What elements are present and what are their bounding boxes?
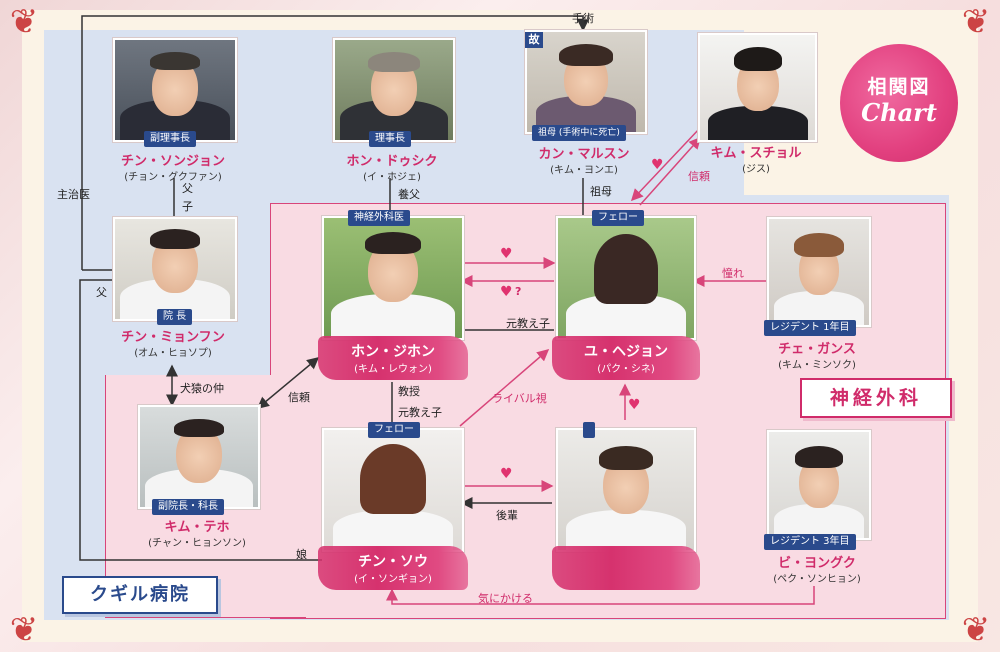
actor-yu-hyejung: (パク・シネ)	[597, 364, 655, 375]
photo-kang-malsun	[525, 30, 647, 134]
name-jin-myunghun: チン・ミョンフン	[121, 330, 225, 345]
label-father-left: 父	[96, 286, 107, 299]
heart-icon: ♥	[500, 466, 513, 482]
label-cat-dog: 犬猿の仲	[180, 382, 224, 395]
name-kim-taeho: キム・テホ	[164, 520, 230, 535]
heart-icon: ♥	[500, 284, 513, 300]
actor-hong-jihun: (キム・レウォン)	[354, 364, 432, 375]
label-attending: 主治医	[57, 188, 90, 201]
label-question: ?	[515, 285, 522, 298]
label-junior: 後輩	[496, 509, 518, 522]
role-badge: フェロー	[592, 210, 644, 226]
actor-hong-dushik: (イ・ホジェ)	[363, 172, 421, 183]
badge-subtitle: Chart	[861, 98, 937, 127]
label-daughter: 娘	[296, 548, 307, 561]
photo-hong-jihun	[322, 216, 464, 340]
ornament-bottom-right: ❦	[961, 610, 991, 650]
label-longing: 憧れ	[722, 267, 744, 280]
name-yu-hyejung: ユ・ヘジョン	[584, 344, 668, 360]
banner-hong-jihun: ホン・ジホン (キム・レウォン)	[318, 336, 468, 380]
photo-bi-younggook	[767, 430, 871, 540]
name-choi-gangsu: チェ・ガンス	[778, 342, 856, 357]
heart-icon: ♥	[628, 397, 641, 413]
label-former-student: 元教え子	[398, 406, 442, 419]
actor-kim-sucheol: (ジス)	[742, 164, 770, 175]
label-former-teacher: 元教え子	[506, 317, 550, 330]
name-kang-malsun: カン・マルスン	[538, 147, 630, 162]
label-rival: ライバル視	[492, 392, 547, 405]
label-son: 子	[182, 200, 193, 213]
region-joiner	[272, 375, 276, 615]
actor-jin-sungjong: (チョン・グクファン)	[124, 172, 222, 183]
role-badge: 神経外科医	[348, 210, 410, 226]
neurosurgery-label: 神経外科	[800, 378, 952, 418]
role-badge: 院 長	[157, 309, 193, 325]
label-professor: 教授	[398, 385, 420, 398]
banner-jung-yoondo	[552, 546, 700, 590]
actor-jin-myunghun: (オム・ヒョソプ)	[134, 348, 212, 359]
photo-jung-yoondo	[556, 428, 696, 552]
photo-kim-taeho	[138, 405, 260, 509]
heart-icon: ♥	[500, 246, 513, 262]
photo-choi-gangsu	[767, 217, 871, 327]
photo-yu-hyejung	[556, 216, 696, 340]
banner-jin-seowoo: チン・ソウ (イ・ソンギョン)	[318, 546, 468, 590]
ornament-top-left: ❦	[9, 2, 39, 42]
label-surgery: 手術	[572, 12, 594, 25]
name-hong-dushik: ホン・ドゥシク	[346, 154, 438, 169]
banner-yu-hyejung: ユ・ヘジョン (パク・シネ)	[552, 336, 700, 380]
label-grandmother: 祖母	[590, 185, 612, 198]
name-hong-jihun: ホン・ジホン	[351, 344, 435, 360]
actor-bi-younggook: (ペク・ソンヒョン)	[773, 574, 861, 585]
ornament-bottom-left: ❦	[9, 610, 39, 650]
photo-jin-myunghun	[113, 217, 237, 321]
role-badge: 祖母 (手術中に死亡)	[532, 125, 626, 141]
name-jin-seowoo: チン・ソウ	[358, 554, 428, 570]
role-badge: 副院長・科長	[152, 499, 224, 515]
actor-choi-gangsu: (キム・ミンソク)	[778, 360, 856, 371]
photo-jin-seowoo	[322, 428, 464, 552]
photo-kim-sucheol	[698, 33, 817, 142]
hospital-label: クギル病院	[62, 576, 218, 614]
label-trust-kim: 信頼	[688, 170, 710, 183]
label-cares: 気にかける	[478, 592, 533, 605]
actor-kang-malsun: (キム・ヨンエ)	[550, 165, 618, 176]
actor-jin-seowoo: (イ・ソンギョン)	[354, 574, 432, 585]
deceased-badge: 故	[525, 32, 543, 48]
name-kim-sucheol: キム・スチョル	[710, 146, 802, 161]
badge-title: 相関図	[867, 76, 931, 98]
label-father: 父	[182, 182, 193, 195]
name-bi-younggook: ビ・ヨングク	[778, 556, 856, 571]
chart-badge: 相関図 Chart	[840, 44, 958, 162]
role-badge: レジデント 3年目	[764, 534, 856, 550]
photo-hong-dushik	[333, 38, 455, 142]
actor-kim-taeho: (チャン・ヒョンソン)	[148, 538, 246, 549]
ornament-top-right: ❦	[961, 2, 991, 42]
role-badge: 理事長	[369, 131, 411, 147]
role-badge: 副理事長	[144, 131, 196, 147]
label-trust-hong: 信頼	[288, 391, 310, 404]
name-jin-sungjong: チン・ソンジョン	[120, 154, 225, 169]
role-badge	[583, 422, 595, 438]
photo-jin-sungjong	[113, 38, 237, 142]
label-adopted-father: 養父	[398, 188, 420, 201]
role-badge: フェロー	[368, 422, 420, 438]
role-badge: レジデント 1年目	[764, 320, 856, 336]
heart-icon: ♥	[651, 157, 664, 173]
